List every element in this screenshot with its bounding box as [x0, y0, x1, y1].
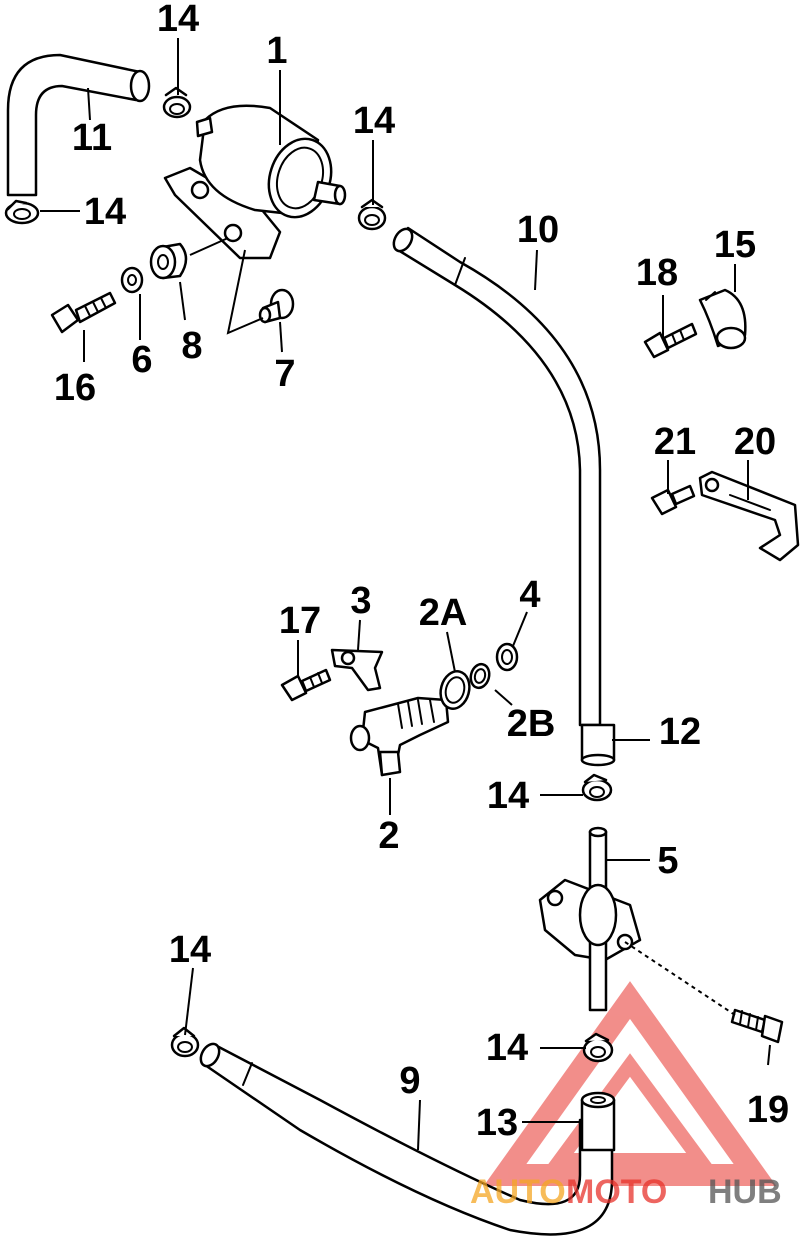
collar-7 — [258, 288, 295, 324]
watermark-moto: MOTO — [566, 1173, 667, 1211]
filter-1 — [163, 104, 347, 260]
hose-9 — [199, 1042, 614, 1236]
label-9: 9 — [399, 1060, 420, 1102]
label-14-mid: 14 — [353, 100, 395, 142]
label-14-left: 14 — [84, 191, 126, 233]
label-2: 2 — [378, 815, 399, 857]
watermark-logo — [483, 981, 777, 1186]
bracket-20 — [698, 470, 800, 562]
clip-15 — [698, 288, 747, 350]
label-7: 7 — [274, 353, 295, 395]
label-13: 13 — [476, 1102, 518, 1144]
label-16: 16 — [54, 367, 96, 409]
watermark-hub: HUB — [708, 1173, 782, 1211]
clamp-14-low — [582, 1032, 614, 1063]
clamp-14-mid — [357, 198, 387, 231]
label-18: 18 — [636, 252, 678, 294]
label-8: 8 — [181, 325, 202, 367]
bolt-21 — [650, 484, 696, 516]
bolt-16 — [50, 291, 117, 334]
oring-2b — [469, 662, 491, 690]
clamp-14-top — [162, 86, 192, 119]
bolt-17 — [280, 668, 332, 702]
oring-2a — [439, 670, 471, 710]
label-11: 11 — [72, 117, 112, 159]
watermark-auto: AUTO — [470, 1173, 566, 1211]
bolt-18 — [643, 322, 698, 359]
grommet-8 — [149, 242, 188, 280]
bolt-19 — [730, 1008, 784, 1044]
label-17: 17 — [279, 600, 321, 642]
plate-3 — [330, 648, 384, 692]
leader-lines — [40, 38, 771, 1151]
label-14-lowleft: 14 — [169, 929, 211, 971]
label-5: 5 — [657, 840, 678, 882]
washer-4 — [495, 642, 519, 672]
label-6: 6 — [131, 339, 152, 381]
label-14-low: 14 — [486, 1027, 528, 1069]
label-12: 12 — [659, 711, 701, 753]
label-10: 10 — [517, 209, 559, 251]
label-14-right: 14 — [487, 775, 529, 817]
watermark-text: AUTO MOTO HUB — [470, 1173, 782, 1211]
label-4: 4 — [519, 574, 540, 616]
label-1: 1 — [266, 30, 287, 72]
pipe-12 — [580, 723, 616, 767]
label-2b: 2B — [507, 703, 556, 745]
label-14-top: 14 — [157, 0, 199, 40]
label-19: 19 — [747, 1089, 789, 1131]
label-3: 3 — [350, 580, 371, 622]
pipe-13 — [580, 1091, 616, 1152]
washer-6 — [120, 266, 144, 294]
label-2a: 2A — [419, 592, 468, 634]
clamp-14-right — [581, 773, 613, 802]
label-15: 15 — [714, 224, 756, 266]
hose-10 — [392, 226, 602, 727]
label-20: 20 — [734, 421, 776, 463]
label-21: 21 — [654, 421, 696, 463]
hose-11 — [6, 53, 151, 197]
fitting-5 — [538, 826, 642, 1012]
injector-2 — [349, 696, 450, 777]
clamp-14-left — [4, 199, 40, 225]
